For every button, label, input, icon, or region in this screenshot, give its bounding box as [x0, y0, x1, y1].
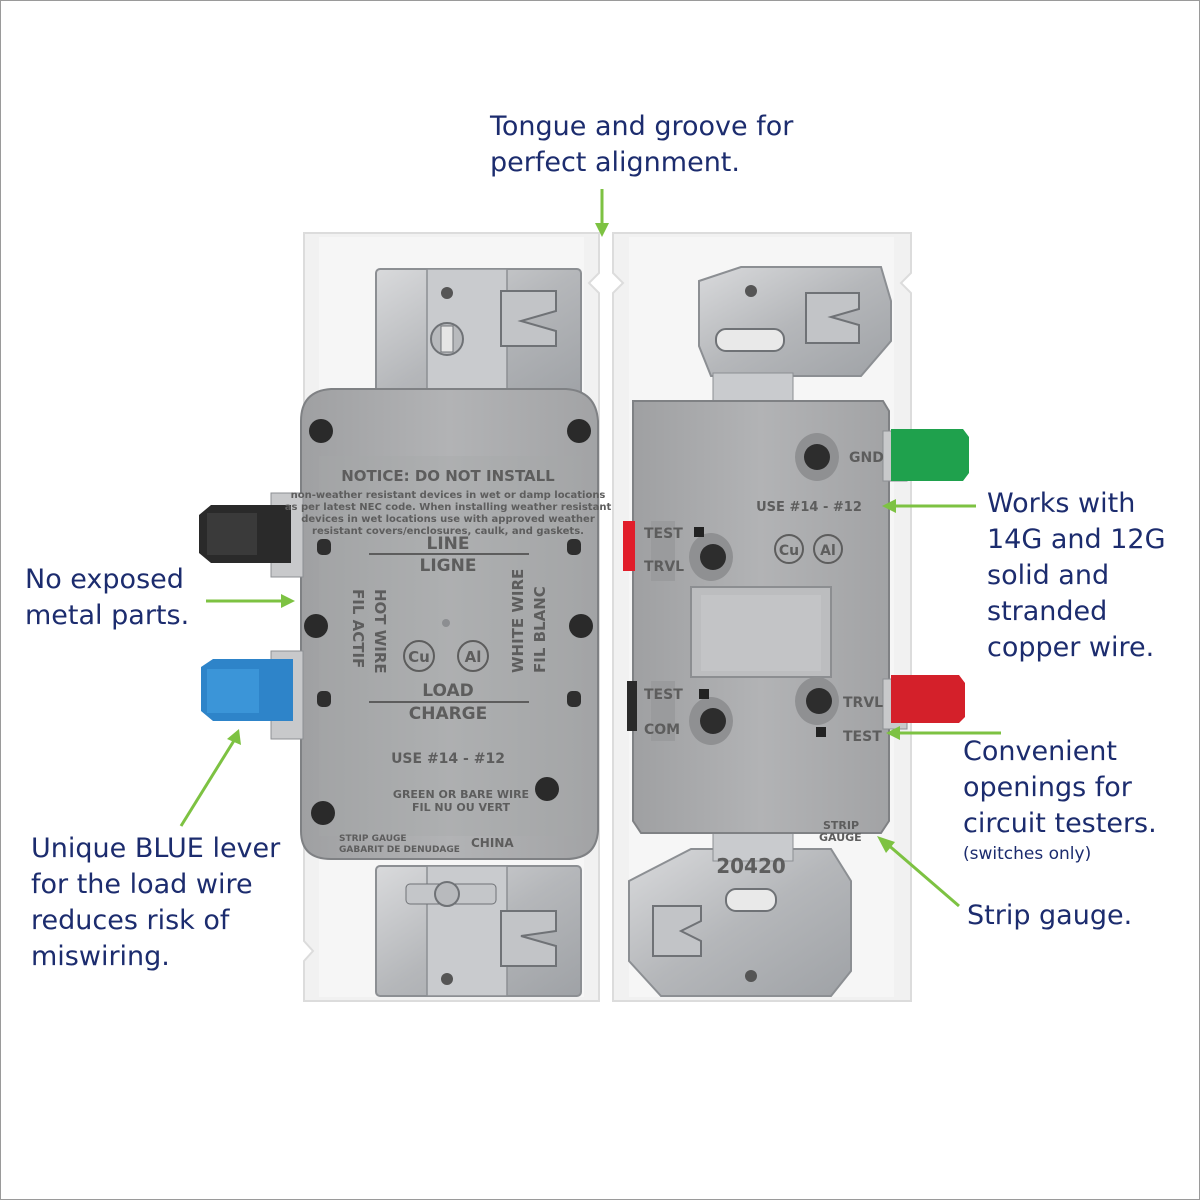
- black-line-lever: [199, 492, 304, 578]
- notice-line-3: devices in wet locations use with approv…: [301, 514, 595, 525]
- black-tab-lower: [627, 681, 637, 731]
- right-top-strap: [698, 266, 892, 419]
- callout-strip-gauge-line: Strip gauge.: [967, 900, 1133, 931]
- test-port-lower: [699, 689, 709, 699]
- right-cu-mark: Cu: [779, 543, 799, 559]
- callout-wire-gauge-line-2: 14G and 12G: [987, 524, 1166, 555]
- date-stamp: 20420: [716, 854, 786, 878]
- right-al-mark: Al: [820, 543, 836, 559]
- notice-title: NOTICE: DO NOT INSTALL: [341, 467, 555, 485]
- notice-line-1: non-weather resistant devices in wet or …: [291, 490, 606, 501]
- use-gauge-label: USE #14 - #12: [391, 751, 505, 767]
- trvl-right-label: TRVL: [843, 695, 883, 711]
- gabarit-label: GABARIT DE DENUDAGE: [339, 845, 460, 855]
- callout-no-exposed-metal-line-1: No exposed: [25, 564, 184, 595]
- notice-line-2: as per latest NEC code. When installing …: [285, 502, 612, 513]
- left-port-holes: [317, 539, 581, 707]
- com-label: COM: [644, 722, 680, 738]
- green-ground-lever: [882, 429, 969, 482]
- blue-load-lever: [201, 650, 304, 740]
- callout-no-exposed-metal: No exposed metal parts.: [25, 562, 189, 634]
- test-port-upper: [694, 527, 704, 537]
- fil-actif-label: FIL ACTIF: [349, 589, 367, 668]
- callout-tester-openings-line-3: circuit testers.: [963, 808, 1157, 839]
- callout-strip-gauge: Strip gauge.: [967, 898, 1132, 934]
- callout-tongue-groove-line-2: perfect alignment.: [490, 147, 740, 178]
- callout-tester-openings-line-1: Convenient: [963, 736, 1117, 767]
- right-device: 20420 GND: [612, 232, 969, 1002]
- trvl-upper-label: TRVL: [644, 559, 684, 575]
- test-lower-label: TEST: [644, 687, 683, 703]
- left-bottom-strap: [375, 865, 582, 997]
- callout-tester-openings-line-2: openings for: [963, 772, 1132, 803]
- test-upper-label: TEST: [644, 526, 683, 542]
- arrow-left-bottom: [179, 738, 237, 827]
- callout-tester-openings: Convenient openings for circuit testers.…: [963, 734, 1157, 866]
- callout-tester-openings-note: (switches only): [963, 844, 1092, 864]
- notice-line-4: resistant covers/enclosures, caulk, and …: [312, 526, 584, 537]
- callout-wire-gauge-line-3: solid and: [987, 560, 1110, 591]
- callout-tongue-groove: Tongue and groove for perfect alignment.: [490, 109, 793, 181]
- load-label: LOAD: [422, 681, 474, 701]
- left-top-strap: [375, 268, 582, 400]
- callout-blue-lever-line-2: for the load wire: [31, 869, 253, 900]
- strip-gauge-label: STRIP GAUGE: [339, 834, 407, 844]
- gnd-label: GND: [849, 450, 884, 466]
- white-wire-label: WHITE WIRE: [509, 569, 527, 673]
- china-label: CHINA: [471, 836, 514, 850]
- right-use-label: USE #14 - #12: [756, 500, 862, 515]
- callout-wire-gauge-line-5: copper wire.: [987, 632, 1155, 663]
- callout-blue-lever: Unique BLUE lever for the load wire redu…: [31, 831, 280, 975]
- arrow-right-bottom: [885, 841, 960, 908]
- hot-wire-label: HOT WIRE: [371, 589, 389, 674]
- cu-mark: Cu: [408, 648, 430, 666]
- callout-blue-lever-line-4: miswiring.: [31, 941, 170, 972]
- strip-label: STRIP: [823, 819, 859, 832]
- left-device: NOTICE: DO NOT INSTALL non-weather resis…: [199, 232, 612, 1002]
- gauge-label: GAUGE: [819, 831, 862, 844]
- line-label: LINE: [427, 534, 470, 554]
- red-traveler-lever: [882, 675, 965, 730]
- callout-wire-gauge-line-4: stranded: [987, 596, 1108, 627]
- test-port-right: [816, 727, 826, 737]
- callout-blue-lever-line-1: Unique BLUE lever: [31, 833, 281, 864]
- ligne-label: LIGNE: [420, 556, 477, 576]
- test-right-label: TEST: [843, 729, 882, 745]
- callout-tongue-groove-line-1: Tongue and groove for: [490, 111, 794, 142]
- callout-arrows: [179, 189, 1001, 908]
- charge-label: CHARGE: [409, 704, 488, 724]
- callout-wire-gauge: Works with 14G and 12G solid and strande…: [987, 486, 1166, 666]
- callout-blue-lever-line-3: reduces risk of: [31, 905, 230, 936]
- fil-vert-label: FIL NU OU VERT: [412, 801, 511, 814]
- right-port-holes: [689, 433, 839, 745]
- left-housing-screws: [304, 419, 593, 825]
- green-wire-label: GREEN OR BARE WIRE: [393, 788, 529, 801]
- callout-wire-gauge-line-1: Works with: [987, 488, 1136, 519]
- fil-blanc-label: FIL BLANC: [531, 586, 549, 673]
- al-mark: Al: [465, 648, 482, 666]
- callout-no-exposed-metal-line-2: metal parts.: [25, 600, 190, 631]
- red-tab-upper: [623, 521, 635, 571]
